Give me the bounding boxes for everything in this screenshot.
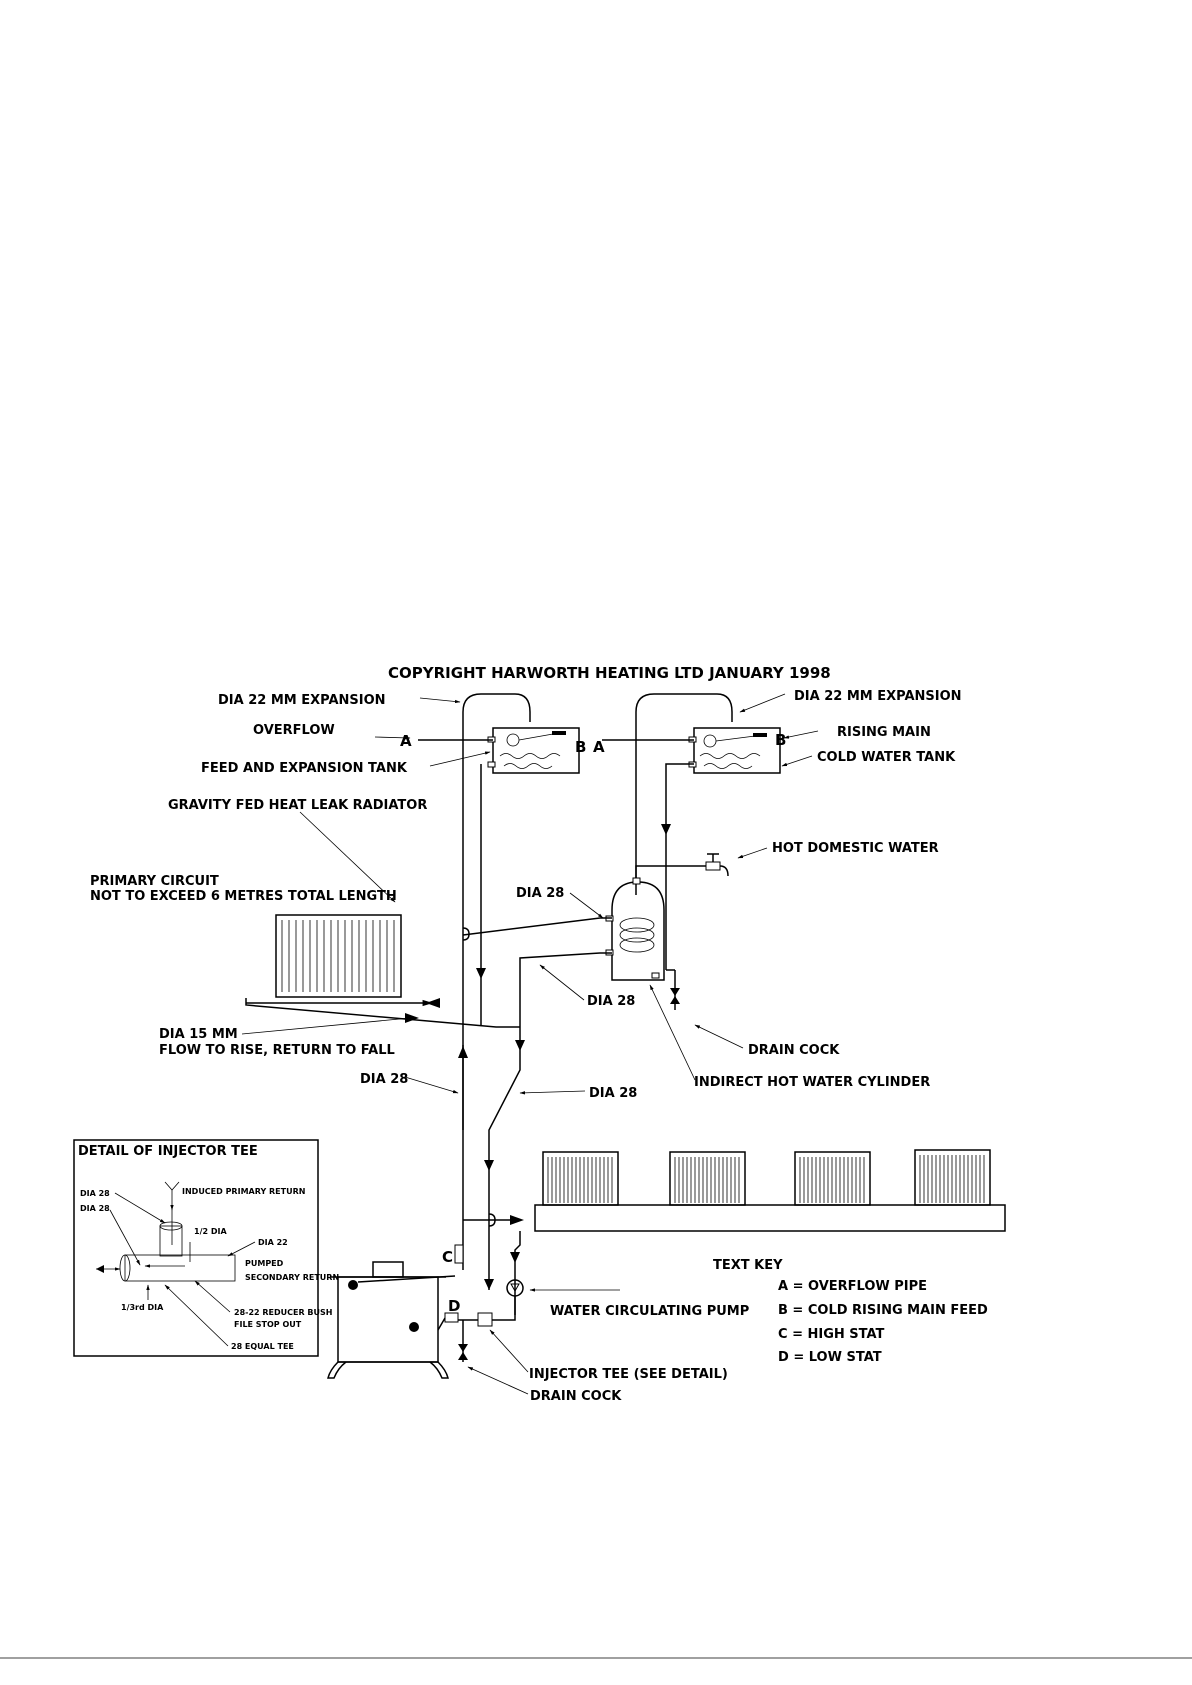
label-primary-length: NOT TO EXCEED 6 METRES TOTAL LENGTH <box>90 889 397 904</box>
label-dia15: DIA 15 MM <box>159 1027 238 1042</box>
text-key: TEXT KEY A = OVERFLOW PIPE B = COLD RISI… <box>713 1258 988 1365</box>
detail-dia28-b: DIA 28 <box>80 1204 110 1213</box>
copyright-title: COPYRIGHT HARWORTH HEATING LTD JANUARY 1… <box>388 664 831 682</box>
expansion-pipe-left <box>462 693 531 1130</box>
detail-file-stop: FILE STOP OUT <box>234 1320 302 1329</box>
label-expansion-right: DIA 22 MM EXPANSION <box>794 689 962 704</box>
label-water-pump: WATER CIRCULATING PUMP <box>550 1304 749 1319</box>
cold-water-tank <box>688 727 781 774</box>
low-stat <box>444 1312 459 1323</box>
label-flow-rise: FLOW TO RISE, RETURN TO FALL <box>159 1043 395 1058</box>
label-rising-main: RISING MAIN <box>837 725 931 740</box>
label-expansion-left: DIA 22 MM EXPANSION <box>218 693 386 708</box>
hot-water-pipe <box>635 865 706 878</box>
hot-water-cylinder <box>605 877 665 981</box>
tap-icon <box>705 853 729 877</box>
label-cold-tank: COLD WATER TANK <box>817 750 956 765</box>
label-dia28-left: DIA 28 <box>360 1072 408 1087</box>
label-drain-cock-right: DRAIN COCK <box>748 1043 840 1058</box>
stove <box>327 1261 449 1379</box>
text-key-item: D = LOW STAT <box>778 1350 882 1365</box>
high-stat <box>454 1244 464 1264</box>
detail-dia22: DIA 22 <box>258 1238 288 1247</box>
label-dia28-cylinder-bottom: DIA 28 <box>587 994 635 1009</box>
label-primary-circuit: PRIMARY CIRCUIT <box>90 874 219 889</box>
detail-dia28-a: DIA 28 <box>80 1189 110 1198</box>
text-key-title: TEXT KEY <box>713 1258 783 1273</box>
detail-title: DETAIL OF INJECTOR TEE <box>78 1144 258 1159</box>
expansion-pipe-right <box>635 693 733 895</box>
text-key-item: C = HIGH STAT <box>778 1327 885 1342</box>
label-a-right: A <box>593 738 605 756</box>
detail-third-dia: 1/3rd DIA <box>121 1303 164 1312</box>
injector-tee-detail: DETAIL OF INJECTOR TEE DIA 28 DIA 28 IND… <box>73 1139 339 1357</box>
return-pipe <box>488 1055 521 1290</box>
detail-half-dia: 1/2 DIA <box>194 1227 227 1236</box>
injector-tee-pipe <box>492 1296 516 1321</box>
label-drain-cock-bottom: DRAIN COCK <box>530 1389 622 1404</box>
detail-reducer: 28-22 REDUCER BUSH <box>234 1308 332 1317</box>
gravity-radiator <box>275 914 402 998</box>
label-feed-tank: FEED AND EXPANSION TANK <box>201 761 408 776</box>
label-overflow: OVERFLOW <box>253 723 335 738</box>
label-b-left: B <box>575 738 586 756</box>
label-dia28-cylinder-top: DIA 28 <box>516 886 564 901</box>
text-key-item: A = OVERFLOW PIPE <box>778 1279 927 1294</box>
detail-pumped: PUMPED <box>245 1259 284 1268</box>
detail-secondary-return: SECONDARY RETURN <box>245 1273 339 1282</box>
label-gravity-radiator: GRAVITY FED HEAT LEAK RADIATOR <box>168 798 427 813</box>
radiator-flow-line <box>245 998 520 1028</box>
primary-flow-cylinder <box>462 917 612 936</box>
radiator-return <box>514 1231 521 1315</box>
label-a-left: A <box>400 732 412 750</box>
cold-feed-pipe <box>665 763 694 970</box>
label-hot-domestic-water: HOT DOMESTIC WATER <box>772 841 939 856</box>
feed-expansion-tank <box>487 727 580 774</box>
radiator-bank <box>534 1149 1006 1232</box>
label-dia28-mid: DIA 28 <box>589 1086 637 1101</box>
injector-tee-icon <box>477 1312 493 1327</box>
label-d: D <box>448 1297 460 1315</box>
label-injector-tee: INJECTOR TEE (SEE DETAIL) <box>529 1367 728 1382</box>
leader-lines <box>241 693 819 1395</box>
label-indirect-cylinder: INDIRECT HOT WATER CYLINDER <box>694 1075 930 1090</box>
label-c: C <box>442 1248 453 1266</box>
label-b-right: B <box>775 731 786 749</box>
detail-induced: INDUCED PRIMARY RETURN <box>182 1187 305 1196</box>
text-key-item: B = COLD RISING MAIN FEED <box>778 1303 988 1318</box>
primary-return-cylinder <box>519 952 612 1055</box>
detail-equal-tee: 28 EQUAL TEE <box>231 1342 294 1351</box>
